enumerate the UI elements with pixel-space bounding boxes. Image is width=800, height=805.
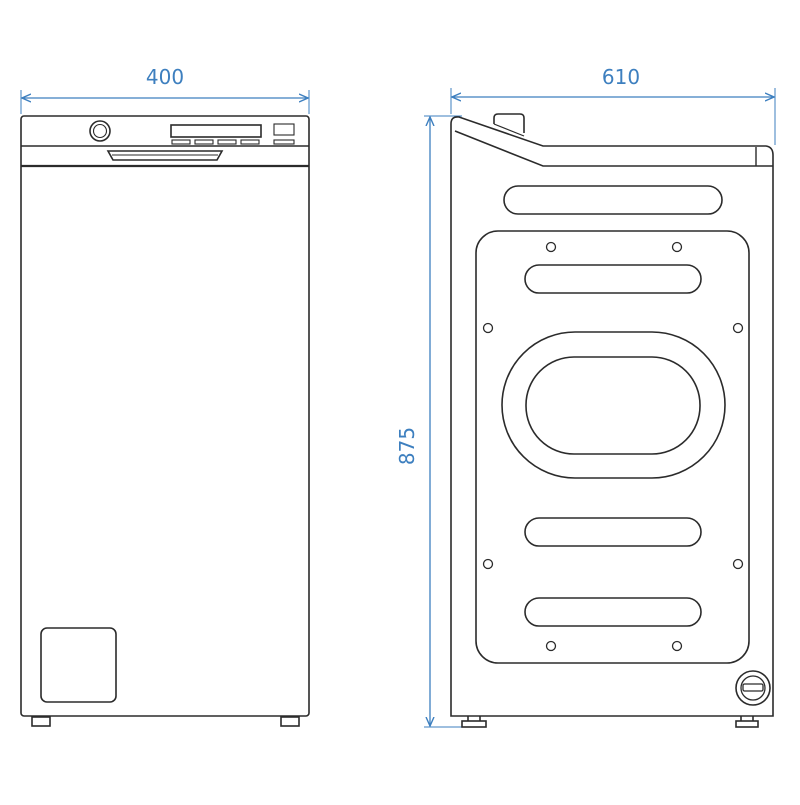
- side-foot-right: [735, 716, 759, 728]
- width-label: 400: [146, 65, 184, 89]
- start-buttons: [273, 123, 295, 145]
- height-label: 875: [395, 427, 419, 465]
- display-panel: [170, 124, 262, 138]
- lid-handle: [106, 150, 224, 161]
- dimension-width: 400: [20, 65, 310, 114]
- front-cabinet: [20, 115, 310, 717]
- program-knob: [89, 120, 111, 142]
- drain-valve: [735, 670, 771, 706]
- side-slot-top: [503, 185, 723, 215]
- drum-outer-ring: [501, 331, 726, 479]
- side-view: [450, 113, 774, 728]
- dimension-depth: 610: [450, 65, 776, 145]
- screw-holes: [482, 241, 744, 652]
- panel-slot-1: [524, 264, 702, 294]
- panel-slot-2: [524, 517, 702, 547]
- front-view: [20, 115, 310, 727]
- front-foot-left: [31, 716, 51, 727]
- drum-inner-ring: [525, 356, 701, 455]
- panel-slot-3: [524, 597, 702, 627]
- front-foot-right: [280, 716, 300, 727]
- dimension-height: 875: [395, 115, 470, 728]
- side-cabinet: [450, 116, 774, 717]
- side-panel: [475, 230, 750, 664]
- control-buttons: [171, 139, 260, 145]
- depth-label: 610: [602, 65, 640, 89]
- side-foot-left: [461, 716, 487, 728]
- top-knob: [493, 113, 525, 133]
- service-hatch: [40, 627, 117, 703]
